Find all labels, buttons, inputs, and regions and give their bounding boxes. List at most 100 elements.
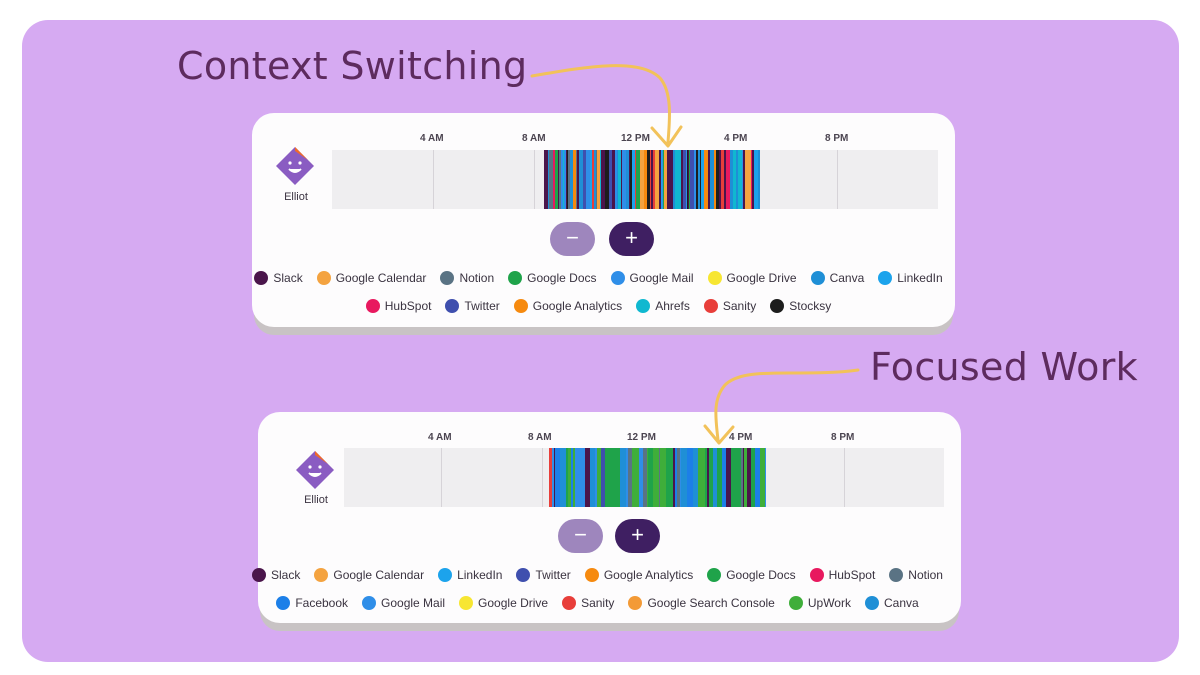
legend-item-google-drive[interactable]: Google Drive	[459, 596, 548, 610]
activity-segment	[549, 150, 553, 209]
legend-label: Ahrefs	[655, 299, 690, 313]
activity-segment	[747, 448, 751, 507]
zoom-in-button[interactable]: +	[615, 519, 660, 553]
legend-item-google-calendar[interactable]: Google Calendar	[316, 271, 426, 285]
zoom-in-button[interactable]: +	[609, 222, 654, 256]
activity-segment	[751, 150, 752, 209]
activity-segment	[594, 150, 596, 209]
legend-item-slack[interactable]: Slack	[252, 568, 300, 582]
legend-item-canva[interactable]: Canva	[810, 271, 864, 285]
activity-segment	[590, 150, 592, 209]
user-avatar-icon[interactable]	[275, 146, 315, 186]
activity-segment	[617, 448, 620, 507]
activity-segment	[643, 448, 647, 507]
legend-item-google-mail[interactable]: Google Mail	[362, 596, 445, 610]
legend-color-dot	[707, 568, 722, 582]
focused-work-caption: Focused Work	[870, 345, 1138, 389]
activity-segment	[566, 448, 568, 507]
activity-segment	[563, 150, 564, 209]
legend-item-google-docs[interactable]: Google Docs	[508, 271, 597, 285]
activity-segment	[647, 150, 650, 209]
activity-segment	[666, 448, 671, 507]
activity-segment	[698, 150, 700, 209]
activity-segment	[586, 150, 590, 209]
legend-item-google-mail[interactable]: Google Mail	[610, 271, 694, 285]
legend-item-google-calendar[interactable]: Google Calendar	[314, 568, 424, 582]
activity-segment	[617, 150, 618, 209]
activity-segment	[612, 150, 615, 209]
legend-item-google-analytics[interactable]: Google Analytics	[584, 568, 693, 582]
legend-item-google-analytics[interactable]: Google Analytics	[513, 299, 622, 313]
legend-item-sanity[interactable]: Sanity	[562, 596, 614, 610]
zoom-out-button[interactable]: −	[558, 519, 603, 553]
legend-item-upwork[interactable]: UpWork	[788, 596, 851, 610]
activity-segment	[653, 448, 654, 507]
legend-item-sanity[interactable]: Sanity	[703, 299, 756, 313]
legend-row: HubSpot Twitter Google Analytics Ahrefs Sani…	[247, 299, 950, 313]
activity-segment	[654, 448, 656, 507]
activity-segment	[618, 150, 621, 209]
legend-item-google-search-console[interactable]: Google Search Console	[628, 596, 775, 610]
legend-item-stocksy[interactable]: Stocksy	[770, 299, 831, 313]
zoom-out-button[interactable]: −	[550, 222, 595, 256]
activity-segment	[689, 150, 690, 209]
legend-item-hubspot[interactable]: HubSpot	[365, 299, 431, 313]
activity-timeline[interactable]	[332, 150, 938, 209]
legend-item-ahrefs[interactable]: Ahrefs	[636, 299, 690, 313]
activity-segment	[745, 150, 748, 209]
activity-segment	[668, 150, 671, 209]
activity-segment	[652, 150, 653, 209]
legend-item-notion[interactable]: Notion	[440, 271, 494, 285]
legend-item-linkedin[interactable]: LinkedIn	[438, 568, 502, 582]
activity-segment	[566, 150, 567, 209]
activity-segment	[639, 448, 643, 507]
legend-label: Notion	[908, 568, 943, 582]
legend-item-slack[interactable]: Slack	[254, 271, 303, 285]
activity-segment	[731, 448, 737, 507]
activity-segment	[681, 448, 687, 507]
activity-segment	[656, 448, 659, 507]
activity-segment	[724, 150, 726, 209]
activity-segment	[698, 448, 701, 507]
activity-segment	[743, 150, 745, 209]
legend-label: Google Mail	[381, 596, 446, 610]
legend-item-notion[interactable]: Notion	[889, 568, 943, 582]
legend-label: LinkedIn	[457, 568, 503, 582]
legend-item-twitter[interactable]: Twitter	[516, 568, 571, 582]
activity-segment	[716, 150, 719, 209]
legend-item-facebook[interactable]: Facebook	[276, 596, 348, 610]
activity-segment	[644, 150, 647, 209]
user-avatar-icon[interactable]	[295, 450, 335, 490]
legend-item-google-docs[interactable]: Google Docs	[707, 568, 796, 582]
context-switching-caption: Context Switching	[177, 44, 528, 88]
hour-label-12pm: 12 PM	[627, 432, 656, 443]
legend-color-dot	[770, 299, 785, 313]
activity-segment	[621, 150, 622, 209]
legend-item-twitter[interactable]: Twitter	[445, 299, 500, 313]
activity-segment	[567, 150, 568, 209]
legend-color-dot	[254, 271, 269, 285]
legend-label: Sanity	[581, 596, 615, 610]
legend-label: Google Mail	[629, 271, 694, 285]
activity-segment	[765, 448, 766, 507]
activity-segment	[664, 150, 667, 209]
legend-item-linkedin[interactable]: LinkedIn	[878, 271, 943, 285]
activity-segment	[680, 448, 681, 507]
activity-timeline[interactable]	[344, 448, 944, 507]
activity-segment	[549, 448, 552, 507]
activity-segment	[710, 150, 714, 209]
activity-segment	[568, 150, 570, 209]
legend-color-dot	[252, 568, 267, 582]
legend-item-google-drive[interactable]: Google Drive	[707, 271, 797, 285]
activity-segment	[609, 150, 612, 209]
activity-segment	[709, 448, 713, 507]
activity-segment	[660, 448, 666, 507]
activity-segment	[672, 448, 673, 507]
activity-segment	[571, 448, 573, 507]
legend-color-dot	[508, 271, 523, 285]
hour-label-4pm: 4 PM	[724, 133, 748, 144]
legend-row: Facebook Google Mail Google Drive Sanity Goo…	[246, 596, 949, 610]
activity-segment	[622, 150, 626, 209]
legend-item-canva[interactable]: Canva	[864, 596, 919, 610]
legend-item-hubspot[interactable]: HubSpot	[809, 568, 875, 582]
